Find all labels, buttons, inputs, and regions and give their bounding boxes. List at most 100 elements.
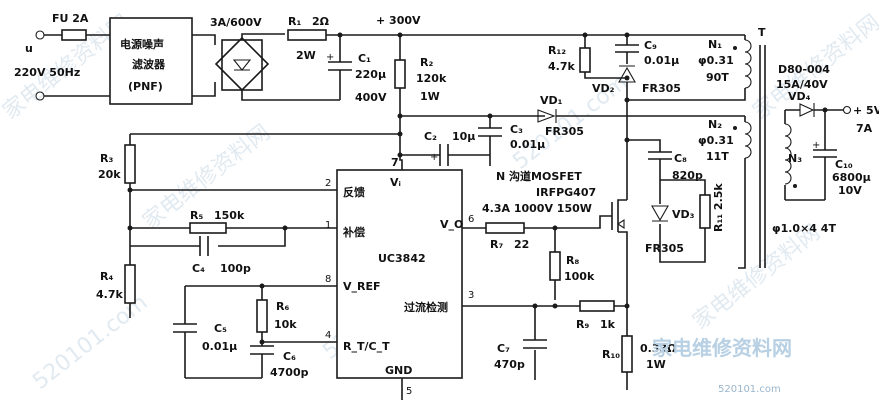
vd2-part: FR305: [642, 82, 681, 95]
vd1-diode: VD₁ FR305: [537, 94, 627, 138]
watermark-text: 家电维修资料网: [138, 120, 275, 235]
n1-coil: [744, 39, 752, 89]
r12-resistor: [579, 47, 591, 73]
fuse: [61, 29, 87, 41]
c8-value: 820p: [672, 169, 703, 182]
r9-name: R₉: [576, 318, 589, 331]
current-sense: R₉ 1k C₇ 470p R₁₀ 0.33Ω 1W: [462, 300, 677, 390]
bridge-rectifier: 3A/600V: [192, 16, 340, 101]
source-symbol: u: [25, 42, 33, 55]
output-terminal: [842, 105, 852, 115]
c8-name: C₈: [674, 152, 687, 165]
c4-name: C₄: [192, 262, 205, 275]
c1-name: C₁: [358, 52, 371, 65]
c2-value: 10μ: [452, 130, 475, 143]
r1-power: 2W: [296, 49, 316, 62]
watermark-url: 520101.com: [28, 290, 152, 395]
c9-name: C₉: [644, 39, 657, 52]
svg-text:+: +: [430, 152, 438, 163]
c3-value: 0.01μ: [510, 138, 545, 151]
r10-name: R₁₀: [602, 348, 620, 361]
c6-value: 4700p: [270, 366, 309, 379]
noise-filter-box: [109, 17, 193, 105]
ic-pin-vi: Vᵢ: [390, 176, 401, 189]
uc3842-ic: Vᵢ 7 反馈 补偿 UC3842 V_REF R_T/C_T V_O 过流检测…: [325, 156, 474, 400]
output-voltage: + 5V: [853, 104, 879, 117]
c9-value: 0.01μ: [644, 54, 679, 67]
secondary-output: N₃ φ1.0×4 4T VD₄ + 5V 7A + C₁₀ 6800μ 10V: [772, 90, 879, 235]
vd4-diode: [799, 103, 815, 117]
n2-coil: [744, 121, 752, 159]
r1-resistor: R₁ 2Ω 2W + 300V: [287, 14, 745, 62]
ic-pin-gnd: GND: [385, 364, 412, 377]
c1-value: 220μ: [355, 68, 386, 81]
r10-power: 1W: [646, 358, 666, 371]
r2-resistor: R₂ 120k 1W: [394, 32, 447, 116]
ac-input: u 220V 50Hz FU 2A 电源噪声 滤波器 (PNF): [14, 12, 193, 105]
filter-label-3: (PNF): [128, 80, 163, 93]
n1-turns: 90T: [706, 71, 729, 84]
vd3-name: VD₃: [672, 208, 695, 221]
c4-capacitor: [199, 236, 209, 256]
watermark-brand-text: 家电维修资料网: [652, 336, 792, 360]
c6-name: C₆: [283, 350, 296, 363]
r4-value: 4.7k: [96, 288, 123, 301]
vi-rail: + C₂ 10μ C₃ 0.01μ: [129, 113, 545, 170]
fuse-label: FU 2A: [52, 12, 89, 25]
c4-value: 100p: [220, 262, 251, 275]
r6-value: 10k: [274, 318, 297, 331]
r11-resistor: [699, 194, 711, 229]
mosfet-part: IRFPG407: [536, 186, 596, 199]
n3-wire: φ1.0×4 4T: [772, 222, 836, 235]
c7-name: C₇: [497, 342, 510, 355]
source-voltage: 220V 50Hz: [14, 66, 80, 79]
r5-name: R₅: [190, 209, 203, 222]
r7-name: R₇: [490, 238, 503, 251]
c10-value: 6800μ: [832, 171, 871, 184]
r3-value: 20k: [98, 168, 121, 181]
r9-resistor: [579, 300, 615, 312]
r2-name: R₂: [420, 56, 433, 69]
vd3-diode: [651, 205, 669, 222]
watermark-brand-url: 520101.com: [718, 384, 781, 395]
input-terminal: [35, 30, 45, 40]
c5-value: 0.01μ: [202, 340, 237, 353]
ic-num-6: 6: [468, 214, 474, 225]
bus-voltage: + 300V: [376, 14, 421, 27]
c7-value: 470p: [494, 358, 525, 371]
ic-num-4: 4: [325, 330, 331, 341]
ic-body: [336, 169, 463, 379]
r1-value: 2Ω: [312, 15, 330, 28]
n2-name: N₂: [708, 118, 722, 131]
output-current: 7A: [856, 122, 873, 135]
c2-capacitor: [400, 144, 490, 166]
transformer-n1: N₁ φ0.31 90T T D80-004 15A/40V: [627, 26, 830, 268]
c9-capacitor: [615, 35, 639, 64]
rectifier-rating: 3A/600V: [210, 16, 262, 29]
filter-label-1: 电源噪声: [120, 37, 164, 51]
r12-value: 4.7k: [548, 60, 575, 73]
transformer-n2: N₂ φ0.31 11T: [627, 115, 752, 269]
ic-pin-cs: 过流检测: [404, 300, 448, 314]
transformer-rating: 15A/40V: [776, 78, 828, 91]
r2-value: 120k: [416, 72, 447, 85]
transformer-name: T: [758, 26, 766, 39]
r8-value: 100k: [564, 270, 595, 283]
r8-resistor: [549, 251, 561, 281]
c7-capacitor: [523, 339, 547, 349]
n2-wire: φ0.31: [698, 134, 734, 147]
mosfet-type: N 沟道MOSFET: [496, 169, 582, 183]
r4-resistor: [124, 264, 136, 304]
c5-name: C₅: [214, 322, 227, 335]
timing-network: C₅ 0.01μ R₆ 10k C₆ 4700p: [173, 283, 337, 379]
vd4-name: VD₄: [788, 90, 811, 103]
r3-resistor: [124, 144, 136, 184]
ic-pin-vref: V_REF: [343, 280, 381, 293]
r10-resistor: [621, 335, 633, 373]
c10-voltage: 10V: [838, 184, 862, 197]
c6-capacitor: [250, 345, 274, 355]
ic-name: UC3842: [378, 252, 426, 265]
r5-resistor: [189, 222, 227, 234]
ic-num-7: 7: [391, 156, 399, 169]
r1-name: R₁: [288, 15, 301, 28]
